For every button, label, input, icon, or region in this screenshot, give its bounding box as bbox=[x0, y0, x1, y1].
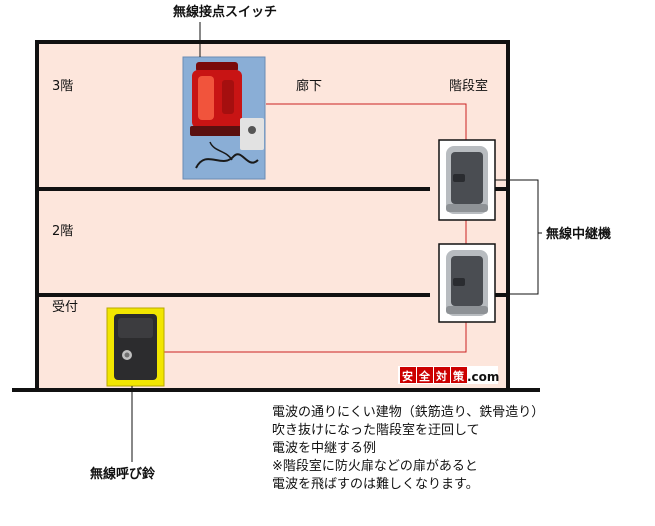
bell-label: 無線呼び鈴 bbox=[90, 466, 156, 482]
stairwell-label: 階段室 bbox=[449, 78, 488, 94]
reception-label: 受付 bbox=[52, 300, 78, 315]
logo-domain: .com bbox=[467, 370, 499, 384]
floor-3-label: 3階 bbox=[52, 79, 73, 94]
repeater-label: 無線中継機 bbox=[546, 226, 611, 242]
logo-char-3: 対 bbox=[435, 369, 447, 383]
note-line-2: 吹き抜けになった階段室を迂回して bbox=[272, 423, 480, 438]
wireless-switch-device bbox=[182, 56, 266, 180]
site-logo: 安 全 対 策 .com bbox=[398, 366, 499, 384]
repeater-lower bbox=[438, 243, 496, 323]
floor-2-label: 2階 bbox=[52, 224, 73, 239]
note-line-5: 電波を飛ばすのは難しくなります。 bbox=[272, 477, 479, 492]
switch-label: 無線接点スイッチ bbox=[173, 4, 277, 20]
logo-char-4: 策 bbox=[452, 369, 465, 383]
note-line-3: 電波を中継する例 bbox=[272, 441, 377, 456]
logo-char-1: 安 bbox=[402, 369, 413, 383]
repeater-upper bbox=[438, 139, 496, 221]
logo-char-2: 全 bbox=[418, 369, 431, 383]
note-line-1: 電波の通りにくい建物（鉄筋造り、鉄骨造り） bbox=[272, 405, 545, 420]
repeater-bracket bbox=[495, 179, 539, 295]
call-bell-device bbox=[106, 307, 165, 387]
signal-line-bell bbox=[164, 322, 467, 353]
signal-line-switch bbox=[266, 103, 467, 140]
explanation-note: 電波の通りにくい建物（鉄筋造り、鉄骨造り） 吹き抜けになった階段室を迂回して 電… bbox=[272, 404, 544, 494]
note-line-4: ※階段室に防火扉などの扉があると bbox=[272, 459, 478, 474]
corridor-label: 廊下 bbox=[296, 78, 322, 94]
